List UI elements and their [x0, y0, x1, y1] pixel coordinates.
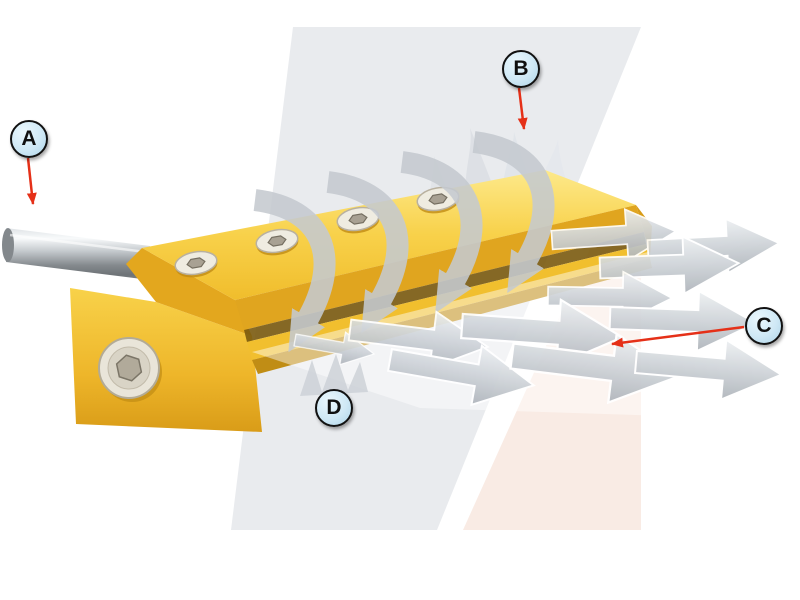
lip-air-wisps: [300, 354, 368, 396]
callout-a: A: [10, 120, 48, 158]
front-hex-screw-icon: [98, 337, 162, 402]
pointer-arrow-b: [517, 87, 528, 130]
pointer-arrow-c: [611, 325, 745, 348]
callout-b-label: B: [513, 57, 529, 80]
pointer-arrows: [26, 87, 745, 348]
pointer-arrow-a: [26, 157, 37, 205]
callout-b: B: [502, 50, 540, 88]
socket-screw-icon: [174, 250, 218, 278]
socket-screw-icon: [416, 186, 460, 214]
body-left-chamfer: [126, 248, 252, 336]
callout-c-label: C: [756, 314, 772, 337]
entrained-airflow-arrows: [253, 131, 555, 353]
air-inlet-tube: [2, 228, 150, 280]
callout-d: D: [315, 389, 353, 427]
socket-screw-icon: [255, 228, 299, 256]
socket-screw-icon: [336, 206, 380, 234]
callout-a-label: A: [21, 127, 37, 150]
backdrop-peach-band: [463, 233, 641, 530]
top-screws: [174, 186, 460, 278]
callout-c: C: [745, 307, 783, 345]
callout-d-label: D: [326, 396, 342, 419]
